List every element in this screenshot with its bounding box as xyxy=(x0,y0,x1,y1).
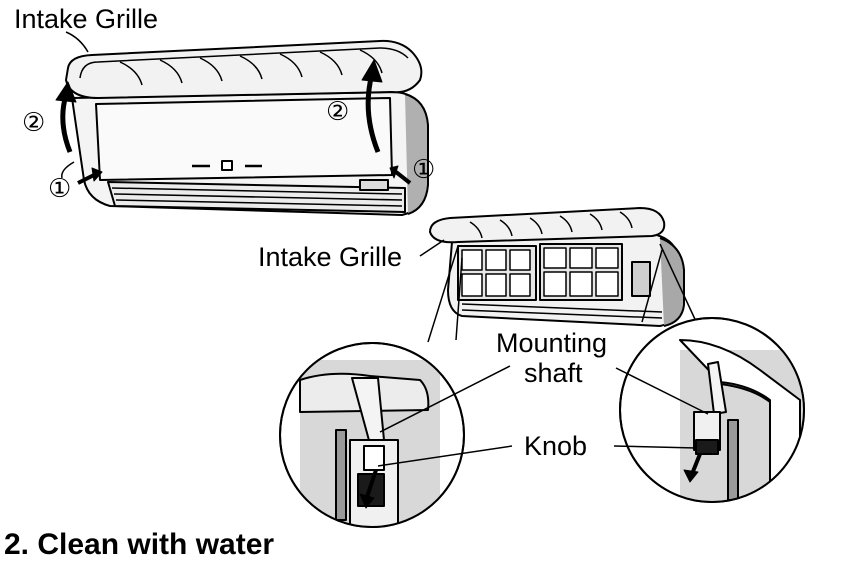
step1-marker-left: ① xyxy=(48,174,71,204)
callout-right-line-a xyxy=(659,243,701,331)
left-detail-circle xyxy=(279,342,465,528)
leader-mounting-shaft-right xyxy=(615,367,709,415)
step1-marker-right: ① xyxy=(412,155,435,185)
step-markers: ② ② ① ① xyxy=(22,97,435,204)
step2-marker-left: ② xyxy=(22,108,45,138)
top-intake-grille xyxy=(65,39,423,99)
leader-knob-right xyxy=(613,445,697,449)
callout-left-line-b xyxy=(455,257,463,341)
filter-unit xyxy=(447,233,685,327)
right-detail-circle xyxy=(619,317,805,503)
diagram-stage: ② ② ① ① Intake Grille Intake Grille Moun… xyxy=(4,4,805,561)
leader-intake-grille-top xyxy=(65,31,89,53)
label-knob: Knob xyxy=(524,431,588,461)
bottom-intake-grille xyxy=(429,207,666,244)
diagram-svg: ② ② ① ① xyxy=(22,31,805,528)
step1-arrow-right xyxy=(389,165,412,185)
step2-marker-right: ② xyxy=(326,97,349,127)
step2-arrow-right xyxy=(361,59,383,153)
callout-right-line-b xyxy=(641,249,663,323)
label-mounting-shaft-line2: shaft xyxy=(524,358,583,388)
step1-arrow-left xyxy=(61,161,103,185)
label-intake-grille-mid: Intake Grille xyxy=(258,242,403,272)
callout-left-line-a xyxy=(427,245,459,343)
label-intake-grille-top: Intake Grille xyxy=(14,4,159,34)
leader-intake-grille-mid xyxy=(419,239,445,257)
leader-knob-left xyxy=(377,445,513,467)
leader-mounting-shaft-left xyxy=(379,365,511,433)
section-heading: 2. Clean with water xyxy=(4,528,275,561)
label-mounting-shaft-line1: Mounting xyxy=(496,328,608,358)
top-indoor-unit xyxy=(71,91,429,216)
step2-arrow-left xyxy=(55,81,77,153)
